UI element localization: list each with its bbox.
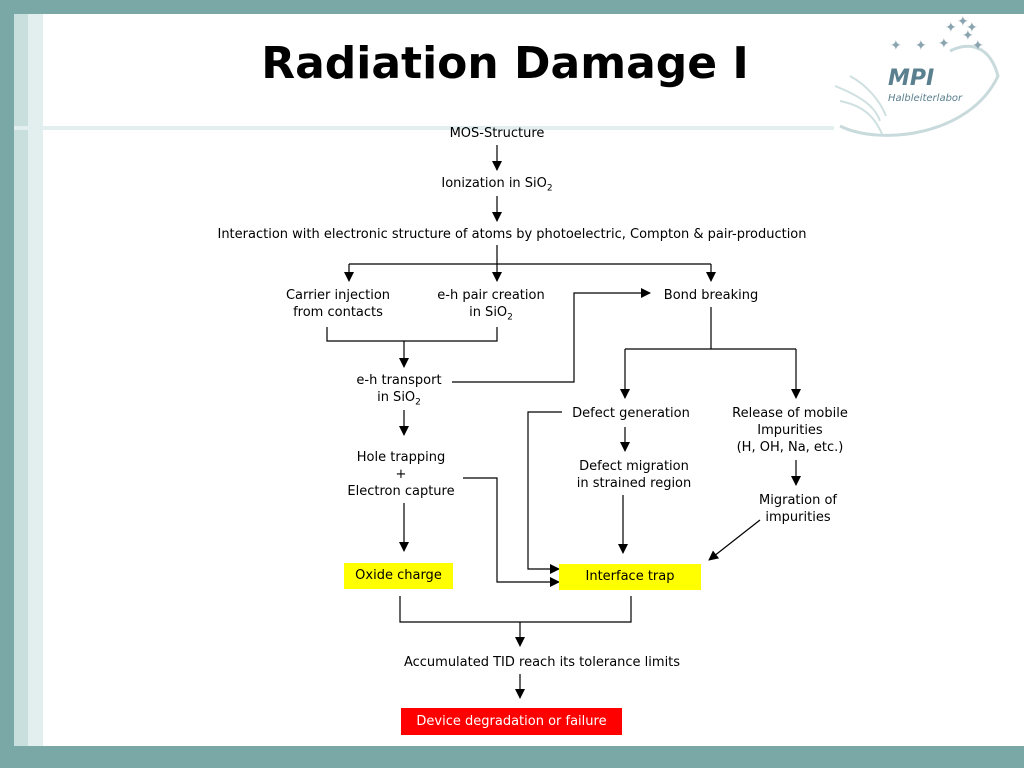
line-merge-carrier-ehpair bbox=[326, 327, 498, 342]
svg-text:✦: ✦ bbox=[938, 36, 950, 52]
node-mos-structure: MOS-Structure bbox=[449, 126, 545, 141]
svg-text:✦: ✦ bbox=[945, 20, 957, 36]
svg-text:✦: ✦ bbox=[972, 38, 984, 54]
node-interaction: Interaction with electronic structure of… bbox=[217, 227, 807, 242]
svg-text:✦: ✦ bbox=[957, 14, 969, 30]
node-device-degradation: Device degradation or failure bbox=[401, 708, 622, 735]
node-carrier-injection: Carrier injection from contacts bbox=[285, 288, 391, 320]
slide bbox=[14, 14, 1024, 746]
node-eh-pair-creation: e-h pair creation in SiO2 bbox=[437, 288, 545, 323]
slide-title: Radiation Damage I bbox=[261, 38, 749, 89]
line-merge-oxide-interface bbox=[399, 596, 632, 623]
svg-text:✦: ✦ bbox=[915, 38, 927, 54]
node-accumulated-tid: Accumulated TID reach its tolerance limi… bbox=[403, 655, 681, 670]
node-migration-impurities: Migration of impurities bbox=[759, 493, 837, 525]
svg-text:✦: ✦ bbox=[966, 20, 978, 36]
node-interface-trap: Interface trap bbox=[559, 564, 701, 590]
node-defect-migration: Defect migration in strained region bbox=[576, 459, 692, 491]
node-eh-transport: e-h transport in SiO2 bbox=[356, 373, 442, 408]
logo-name: MPI bbox=[888, 66, 935, 91]
arrow-hole-interface bbox=[463, 477, 560, 587]
arrow-ehtransport-bond bbox=[452, 288, 651, 383]
node-hole-trapping: Hole trapping + Electron capture bbox=[347, 450, 455, 499]
left-stripe bbox=[14, 14, 28, 746]
left-stripe-light bbox=[28, 14, 43, 746]
svg-text:✦: ✦ bbox=[962, 28, 974, 44]
node-release-impurities: Release of mobile Impurities (H, OH, Na,… bbox=[732, 406, 848, 455]
node-oxide-charge: Oxide charge bbox=[344, 563, 453, 589]
arrow-defectgen-interface bbox=[527, 411, 562, 574]
arrow-migimp-interface bbox=[708, 519, 761, 561]
title-rule bbox=[14, 126, 834, 130]
logo-subtitle: Halbleiterlabor bbox=[888, 93, 963, 104]
node-ionization: Ionization in SiO2 bbox=[441, 176, 553, 194]
node-bond-breaking: Bond breaking bbox=[663, 288, 759, 303]
node-defect-generation: Defect generation bbox=[572, 406, 690, 421]
mpi-logo: ✦✦✦ ✦✦✦✦✦ bbox=[834, 14, 1000, 137]
svg-text:✦: ✦ bbox=[890, 38, 902, 54]
